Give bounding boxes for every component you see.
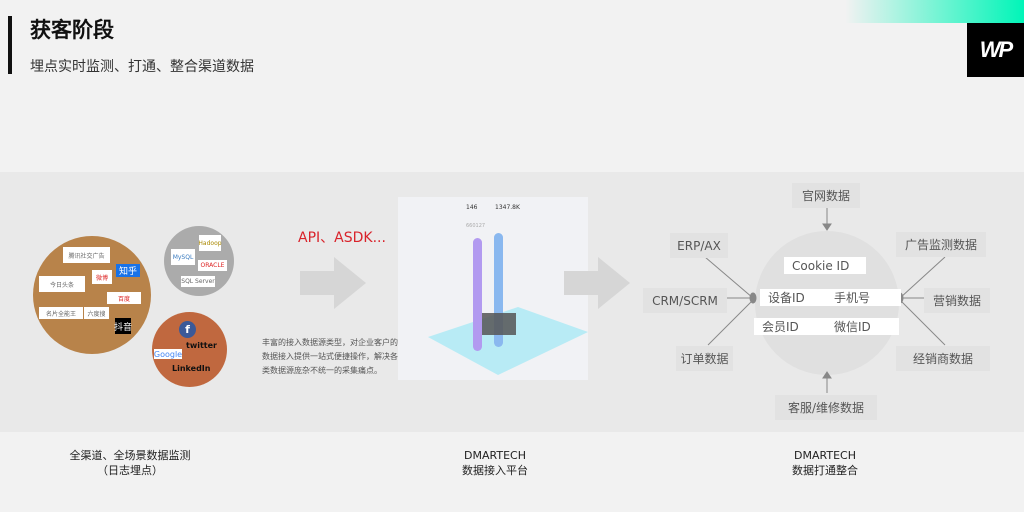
- bar-blue: [494, 233, 503, 347]
- arrow-right-icon: [300, 257, 366, 309]
- top-gradient-bar: [845, 0, 1024, 23]
- logo-toutiao: 今日头条: [39, 276, 85, 292]
- caption-line: 数据打通整合: [792, 464, 858, 477]
- logo-weibo: 微博: [92, 270, 112, 284]
- arrow-right-icon: [564, 257, 630, 309]
- caption-integration: DMARTECH 数据打通整合: [770, 448, 880, 478]
- source-erp: ERP/AX: [670, 233, 728, 258]
- caption-access-platform: DMARTECH 数据接入平台: [440, 448, 550, 478]
- id-member: 会员ID: [762, 320, 799, 334]
- page-title: 获客阶段: [30, 18, 114, 42]
- caption-monitoring: 全渠道、全场景数据监测 （日志埋点）: [50, 448, 210, 478]
- database-sources-circle: MySQL Hadoop ORACLE SQL Server: [164, 226, 234, 296]
- id-device: 设备ID: [768, 291, 805, 305]
- source-orders: 订单数据: [676, 346, 733, 371]
- source-crm: CRM/SCRM: [643, 288, 727, 313]
- logo-tiktok: 抖音: [114, 318, 132, 334]
- caption-line: 数据接入平台: [462, 464, 528, 477]
- access-description: 丰富的接入数据源类型，对企业客户的数据接入提供一站式便捷操作，解决各类数据源庞杂…: [262, 338, 398, 375]
- title-accent-bar: [8, 16, 12, 74]
- tooltip: [482, 313, 516, 335]
- logo-sqlserver: SQL Server: [181, 276, 215, 287]
- stat-2: 1347.8K: [495, 204, 520, 211]
- bar-label: 660127: [466, 223, 486, 229]
- logo-camcard: 名片全能王: [39, 307, 83, 319]
- bar-purple: [473, 238, 482, 351]
- logo-hadoop: Hadoop: [198, 235, 222, 251]
- overseas-sources-circle: f twitter Google LinkedIn: [152, 312, 227, 387]
- id-cookie: Cookie ID: [784, 257, 866, 274]
- caption-line: DMARTECH: [794, 449, 856, 462]
- logo-twitter: twitter: [186, 341, 217, 350]
- source-ad-monitoring: 广告监测数据: [896, 232, 986, 257]
- logo-oracle: ORACLE: [198, 260, 227, 271]
- source-marketing: 营销数据: [924, 288, 990, 313]
- id-row-1: 设备ID 手机号: [760, 289, 901, 306]
- logo-liudusou: 六度搜: [84, 307, 109, 319]
- wp-logo: WP: [967, 23, 1024, 77]
- logo-tencent-ads: 腾讯社交广告: [63, 247, 110, 263]
- logo-facebook: f: [179, 321, 196, 338]
- api-label: API、ASDK...: [298, 230, 386, 246]
- source-top: 官网数据: [792, 183, 860, 208]
- id-wechat: 微信ID: [834, 320, 871, 334]
- id-phone: 手机号: [834, 291, 871, 305]
- source-dealers: 经销商数据: [896, 346, 990, 371]
- logo-linkedin: LinkedIn: [172, 364, 211, 373]
- grid-floor: [428, 307, 588, 375]
- logo-google: Google: [153, 349, 183, 359]
- domestic-sources-circle: 腾讯社交广告 知乎 今日头条 微博 百度 名片全能王 六度搜 抖音: [33, 236, 151, 354]
- logo-mysql: MySQL: [171, 249, 195, 265]
- logo-baidu: 百度: [107, 292, 141, 304]
- id-row-2: 会员ID 微信ID: [754, 318, 899, 335]
- caption-line: 全渠道、全场景数据监测: [69, 449, 191, 462]
- caption-line: DMARTECH: [464, 449, 526, 462]
- caption-line: （日志埋点）: [97, 464, 163, 477]
- stat-1: 146: [466, 204, 478, 211]
- logo-zhihu: 知乎: [116, 264, 140, 277]
- dashboard-screenshot: 146 1347.8K 660127: [398, 197, 588, 380]
- page-subtitle: 埋点实时监测、打通、整合渠道数据: [30, 59, 254, 75]
- source-bottom: 客服/维修数据: [775, 395, 877, 420]
